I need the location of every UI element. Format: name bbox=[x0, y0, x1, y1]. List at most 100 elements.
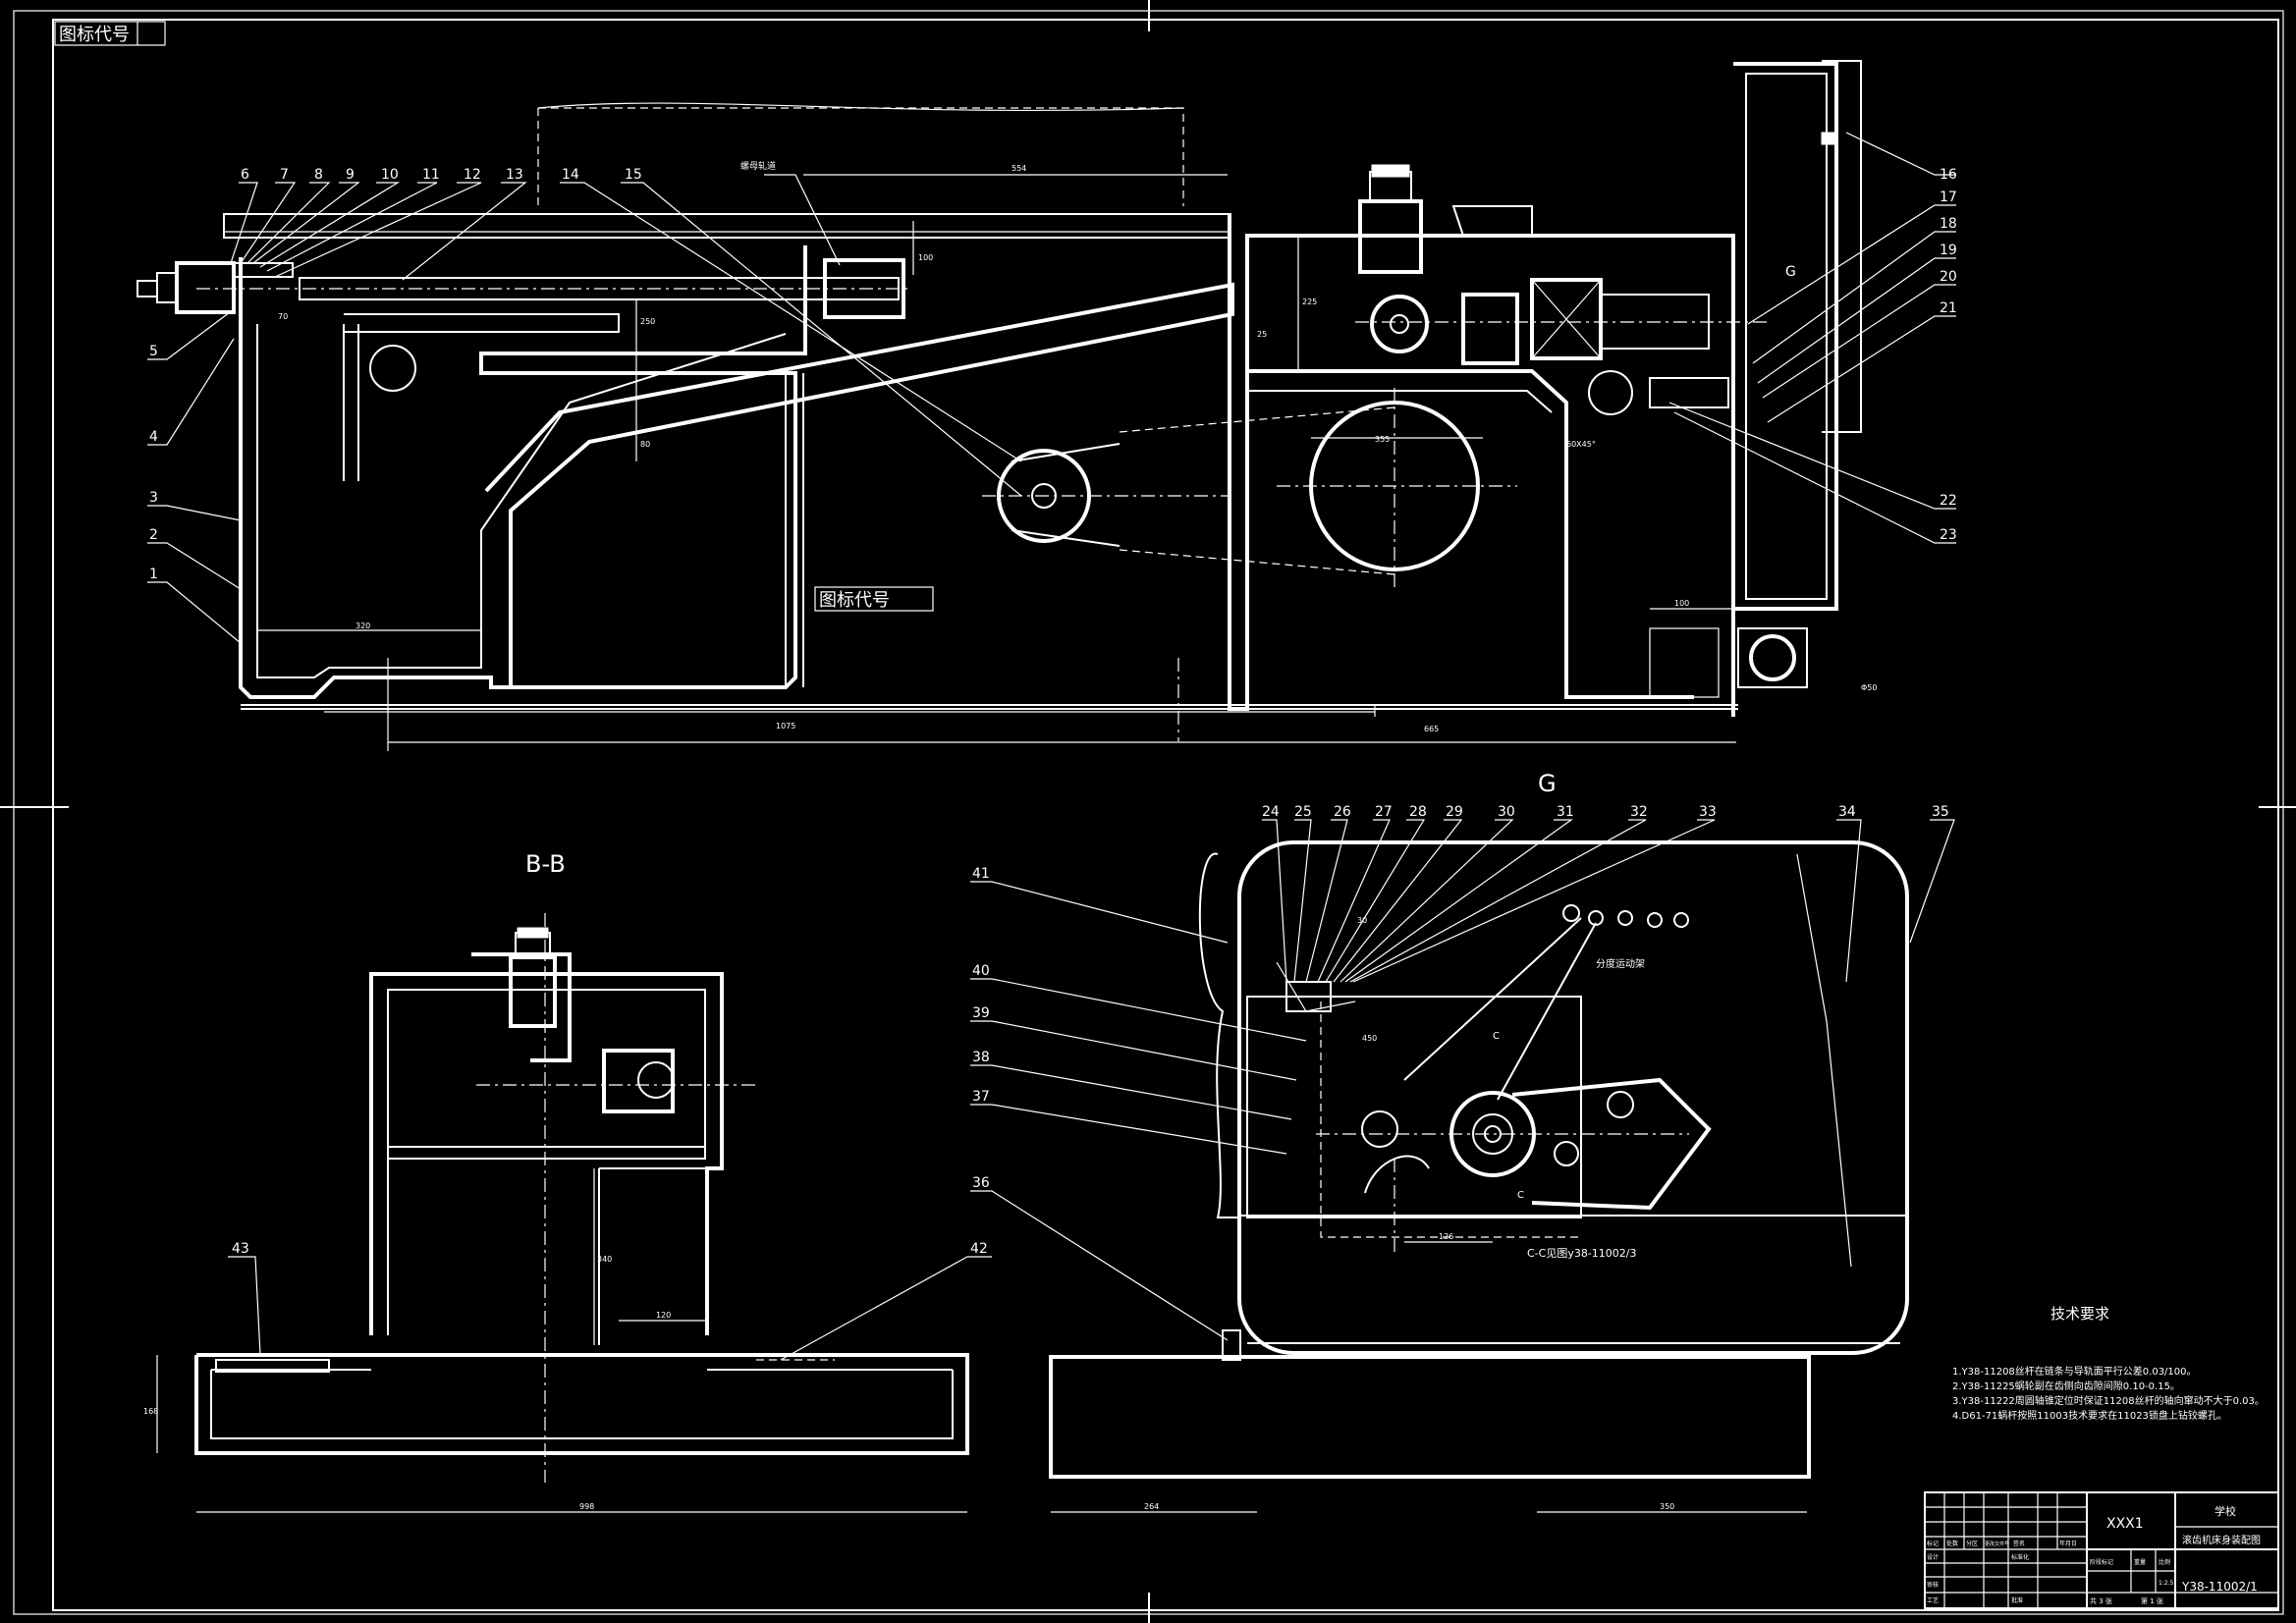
marker-c2: C bbox=[1517, 1190, 1524, 1201]
standard-label: 标准化 bbox=[2011, 1553, 2029, 1561]
dim-100b: 100 bbox=[1674, 599, 1689, 608]
part-number-17: 17 bbox=[1940, 189, 1957, 205]
part-number-37: 37 bbox=[972, 1089, 990, 1105]
scale-label: 比例 bbox=[2159, 1558, 2170, 1566]
reviewer-label: 审核 bbox=[1927, 1581, 1939, 1589]
section-cc-label: C-C见图y38-11002/3 bbox=[1527, 1247, 1637, 1260]
dim-998: 998 bbox=[579, 1502, 594, 1511]
part-number-13: 13 bbox=[506, 167, 523, 183]
dim-350: 350 bbox=[1660, 1502, 1674, 1511]
part-number-19: 19 bbox=[1940, 243, 1957, 258]
sheet-no: 第 1 张 bbox=[2141, 1596, 2163, 1605]
part-number-39: 39 bbox=[972, 1005, 990, 1021]
part-number-38: 38 bbox=[972, 1050, 990, 1065]
part-number-7: 7 bbox=[280, 167, 289, 183]
dim-355: 355 bbox=[1375, 435, 1390, 444]
marker-g: G bbox=[1785, 264, 1796, 280]
rev-header: 标记 bbox=[1927, 1540, 1939, 1547]
dim-60x45: 60X45° bbox=[1566, 440, 1596, 449]
dim-450: 450 bbox=[1362, 1034, 1377, 1043]
part-number-14: 14 bbox=[562, 167, 579, 183]
part-number-33: 33 bbox=[1699, 804, 1717, 820]
dim-225: 225 bbox=[1302, 298, 1317, 306]
part-number-12: 12 bbox=[464, 167, 481, 183]
stamp-top-text: 图标代号 bbox=[59, 25, 130, 45]
tech-req-item: 2.Y38-11225蜗轮副在齿侧向齿隙间隙0.10-0.15。 bbox=[1952, 1380, 2180, 1392]
part-number-34: 34 bbox=[1838, 804, 1856, 820]
dim-665: 665 bbox=[1424, 725, 1439, 733]
weight-label: 重量 bbox=[2134, 1558, 2146, 1566]
part-number-2: 2 bbox=[149, 527, 158, 543]
part-number-35: 35 bbox=[1932, 804, 1949, 820]
dim-264: 264 bbox=[1144, 1502, 1159, 1511]
marker-c1: C bbox=[1493, 1031, 1500, 1042]
view-g-label: G bbox=[1538, 770, 1557, 797]
tech-req-item: 3.Y38-11222周圆轴锥定位时保证11208丝杆的轴向窜动不大于0.03。 bbox=[1952, 1394, 2265, 1407]
part-number-23: 23 bbox=[1940, 527, 1957, 543]
part-number-9: 9 bbox=[346, 167, 355, 183]
tech-req-item: 1.Y38-11208丝杆在链条与导轨面平行公差0.03/100。 bbox=[1952, 1365, 2197, 1378]
part-number-18: 18 bbox=[1940, 216, 1957, 232]
dim-554: 554 bbox=[1011, 164, 1026, 173]
part-number-5: 5 bbox=[149, 344, 158, 359]
dim-1075: 1075 bbox=[776, 722, 795, 730]
part-number-29: 29 bbox=[1446, 804, 1463, 820]
view-bb-label: B-B bbox=[525, 850, 566, 878]
front-view-dimensions: 554 100 225 25 355 1075 665 320 100 250 … bbox=[257, 160, 1877, 743]
motion-bracket bbox=[1562, 904, 1689, 928]
drawing-title: 滚齿机床身装配图 bbox=[2182, 1534, 2261, 1546]
rev-header: 处数 bbox=[1946, 1540, 1958, 1547]
part-number-11: 11 bbox=[422, 167, 440, 183]
dim-120: 120 bbox=[656, 1311, 671, 1320]
sheets-total: 共 3 张 bbox=[2090, 1596, 2112, 1605]
dim-320: 320 bbox=[355, 622, 370, 630]
stamp-top: 图标代号 bbox=[54, 21, 166, 46]
school-label: 学校 bbox=[2214, 1504, 2236, 1518]
part-number-36: 36 bbox=[972, 1175, 990, 1191]
part-number-40: 40 bbox=[972, 963, 990, 979]
rev-header: 分区 bbox=[1966, 1540, 1978, 1547]
part-number-41: 41 bbox=[972, 866, 990, 882]
approve-label: 批准 bbox=[2011, 1596, 2023, 1604]
stamp-middle: 图标代号 bbox=[814, 586, 934, 612]
part-number-8: 8 bbox=[314, 167, 323, 183]
dim-70: 70 bbox=[278, 312, 288, 321]
dim-126: 126 bbox=[1439, 1232, 1453, 1241]
front-view-leaders bbox=[147, 132, 1956, 644]
front-view bbox=[137, 60, 1862, 751]
part-number-1: 1 bbox=[149, 567, 158, 582]
dim-100a: 100 bbox=[918, 253, 933, 262]
part-number-43: 43 bbox=[232, 1241, 249, 1257]
part-number-24: 24 bbox=[1262, 804, 1280, 820]
tech-req-item: 4.D61-71蜗杆按照11003技术要求在11023锁盘上钻铰螺孔。 bbox=[1952, 1409, 2227, 1422]
dim-168: 168 bbox=[143, 1407, 158, 1416]
dim-250: 250 bbox=[640, 317, 655, 326]
part-number-30: 30 bbox=[1498, 804, 1515, 820]
part-number-21: 21 bbox=[1940, 300, 1957, 316]
part-number-22: 22 bbox=[1940, 493, 1957, 509]
stage-label: 阶段标记 bbox=[2090, 1558, 2113, 1566]
designer-label: 设计 bbox=[1927, 1553, 1939, 1561]
dim-25: 25 bbox=[1257, 330, 1267, 339]
part-number-31: 31 bbox=[1557, 804, 1574, 820]
technical-requirements: 技术要求 1.Y38-11208丝杆在链条与导轨面平行公差0.03/100。 2… bbox=[1952, 1305, 2265, 1422]
stamp-middle-text: 图标代号 bbox=[819, 590, 890, 611]
part-number-6: 6 bbox=[241, 167, 249, 183]
dim-340: 340 bbox=[597, 1255, 612, 1264]
rev-header: 签名 bbox=[2013, 1540, 2025, 1547]
section-bb-part-numbers: 43 42 bbox=[232, 1241, 988, 1257]
part-number-4: 4 bbox=[149, 429, 158, 445]
part-number-42: 42 bbox=[970, 1241, 988, 1257]
part-number-28: 28 bbox=[1409, 804, 1427, 820]
part-number-16: 16 bbox=[1940, 167, 1957, 183]
part-number-27: 27 bbox=[1375, 804, 1393, 820]
dim-30: 30 bbox=[1357, 916, 1367, 925]
part-number-20: 20 bbox=[1940, 269, 1957, 285]
rev-header: 年月日 bbox=[2059, 1540, 2077, 1547]
drawing-no-top: XXX1 bbox=[2106, 1516, 2144, 1532]
rev-header: 更改文件号 bbox=[1985, 1541, 2009, 1547]
drawing-code: Y38-11002/1 bbox=[2181, 1580, 2258, 1594]
